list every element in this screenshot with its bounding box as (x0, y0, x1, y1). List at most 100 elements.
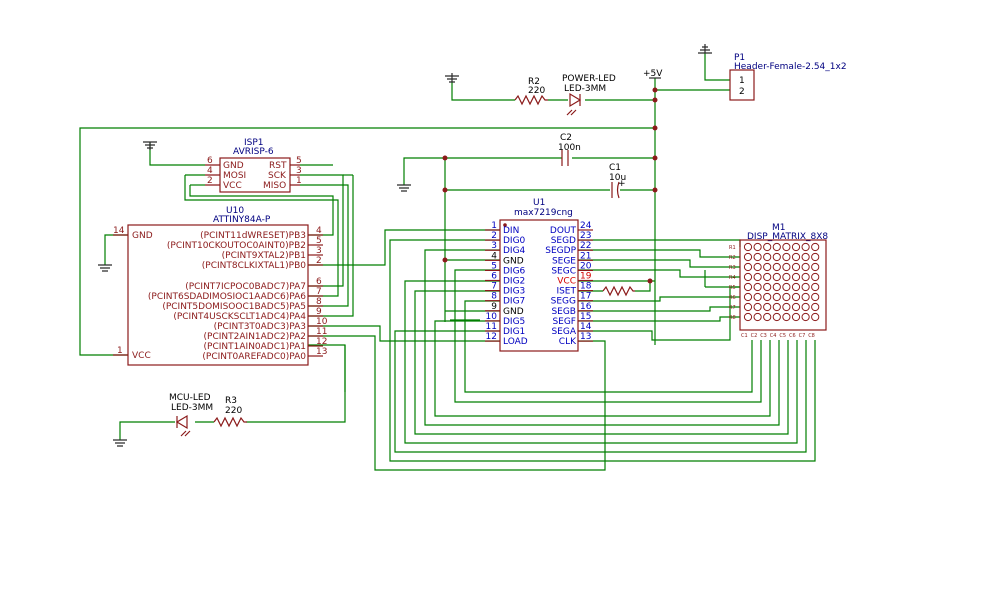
matrix-led (743, 262, 753, 272)
matrix-led (753, 242, 762, 252)
u10-pin-num: 10 (316, 317, 328, 327)
c1-plus: + (618, 179, 626, 189)
power-led-value: LED-3MM (564, 84, 606, 94)
matrix-row-label: R8 (729, 315, 736, 321)
matrix-led (801, 252, 810, 262)
matrix-led (772, 282, 781, 292)
r3-ref: R3 (225, 396, 237, 406)
u10-pin-num: 4 (316, 226, 322, 236)
isp-rst-wire (189, 185, 334, 236)
dig3-wire (414, 290, 789, 435)
matrix-row-label: R3 (729, 265, 736, 271)
u10-value: ATTINY84A-P (213, 215, 271, 225)
dig5-wire (434, 320, 771, 417)
matrix-row-label: R6 (729, 295, 736, 301)
matrix-led (811, 252, 820, 262)
dig1-wire (394, 330, 807, 453)
matrix-led (743, 292, 753, 302)
clk-wire (308, 335, 606, 471)
capacitor-c1: C1 10u + (609, 163, 626, 199)
u1-pin-name: DIG4 (503, 246, 526, 256)
u10-pin-num: 5 (316, 236, 322, 246)
u1-pin-num: 13 (580, 332, 591, 342)
u1-pin-name: DIG0 (503, 236, 526, 246)
matrix-led (763, 312, 772, 322)
u10-pin-name: (PCINT4USCKSCLT1ADC4)PA4 (173, 312, 306, 322)
matrix-col-label: C7 (799, 333, 806, 339)
matrix-led (791, 262, 801, 272)
matrix-led (743, 272, 753, 282)
matrix-led (791, 252, 801, 262)
header-value: Header-Female-2.54_1x2 (734, 62, 847, 72)
matrix-led (772, 252, 781, 262)
matrix-led (791, 242, 801, 252)
matrix-led (782, 282, 791, 292)
matrix-led (772, 262, 781, 272)
din-wire (308, 229, 500, 266)
u1-pin-num: 5 (491, 261, 497, 271)
u10-pin-num: 11 (316, 327, 327, 337)
power-led-ref: POWER-LED (562, 74, 616, 84)
isp-gnd-wire (149, 142, 205, 166)
segf-wire (578, 316, 740, 322)
u1-pin-num: 19 (580, 272, 592, 282)
u1-pin-num: 9 (491, 302, 497, 312)
matrix-led (763, 242, 772, 252)
grounds (98, 44, 712, 447)
u10-pin-num: 6 (316, 277, 322, 287)
u10-pin-name: (PCINT3T0ADC3)PA3 (214, 322, 306, 332)
u10-pin-name: (PCINT0AREFADC0)PA0 (202, 352, 306, 362)
segg-wire (578, 296, 740, 302)
u1-pin-name: DIG6 (503, 266, 526, 276)
u1-pin-name: SEGB (551, 307, 576, 317)
matrix-body (739, 239, 827, 331)
u1-pin-num: 20 (580, 261, 592, 271)
junctions (442, 87, 658, 284)
u1-pin-name: SEGF (552, 317, 576, 327)
u1-pin-name: LOAD (503, 337, 528, 347)
capacitor-icon (561, 150, 569, 166)
r3-value: 220 (225, 406, 242, 416)
power-led: POWER-LED LED-3MM (562, 74, 616, 116)
u1-pin-name: SEGD (551, 236, 576, 246)
u10-pin-num: 9 (316, 307, 322, 317)
pin1-marker (503, 223, 507, 227)
junction (652, 87, 658, 93)
u1-pin-name: DIN (503, 226, 519, 236)
dig4-wire (424, 249, 780, 426)
matrix-led (811, 282, 820, 292)
mcu-led-value: LED-3MM (171, 403, 213, 413)
matrix-ref: M1 (772, 223, 786, 233)
isp1-pin-num: 4 (207, 166, 213, 176)
matrix-row-label: R7 (729, 305, 736, 311)
mcu-led-gnd-wire (119, 421, 175, 440)
light-emission-icon (180, 430, 191, 437)
mcu-led: MCU-LED LED-3MM (169, 393, 213, 437)
matrix-led (743, 302, 753, 312)
u10-pin-num: 12 (316, 337, 327, 347)
u10-pin-num: 14 (113, 226, 125, 236)
isp1-pin-num: 5 (296, 156, 302, 166)
matrix-led (763, 282, 772, 292)
matrix-led (782, 272, 791, 282)
header-p1: P1 Header-Female-2.54_1x2 1 2 (729, 53, 847, 101)
isp1-pin-name: GND (223, 161, 244, 171)
sega-wire (578, 286, 740, 341)
u10-pin-name: (PCINT5DOMISOOC1BADC5)PA5 (162, 302, 306, 312)
u1-pin-num: 21 (580, 251, 591, 261)
matrix-row-label: R2 (729, 255, 736, 261)
matrix-led (753, 282, 762, 292)
u1-pin-num: 22 (580, 241, 591, 251)
header-ref: P1 (734, 53, 745, 63)
matrix-led (811, 242, 820, 252)
segd-wire (578, 239, 741, 247)
junction (442, 155, 448, 161)
u1-pin-num: 10 (486, 312, 498, 322)
u10-pin-name: (PCINT7ICPOC0BADC7)PA7 (185, 282, 306, 292)
r2-ref: R2 (528, 77, 540, 87)
u1-pin-num: 24 (580, 221, 592, 231)
matrix-col-label: C5 (779, 333, 786, 339)
u10-pin-num: 1 (117, 346, 123, 356)
u10-attiny84: U10 ATTINY84A-P 14 1 GND VCC 4(PCINT11dW… (113, 206, 328, 366)
